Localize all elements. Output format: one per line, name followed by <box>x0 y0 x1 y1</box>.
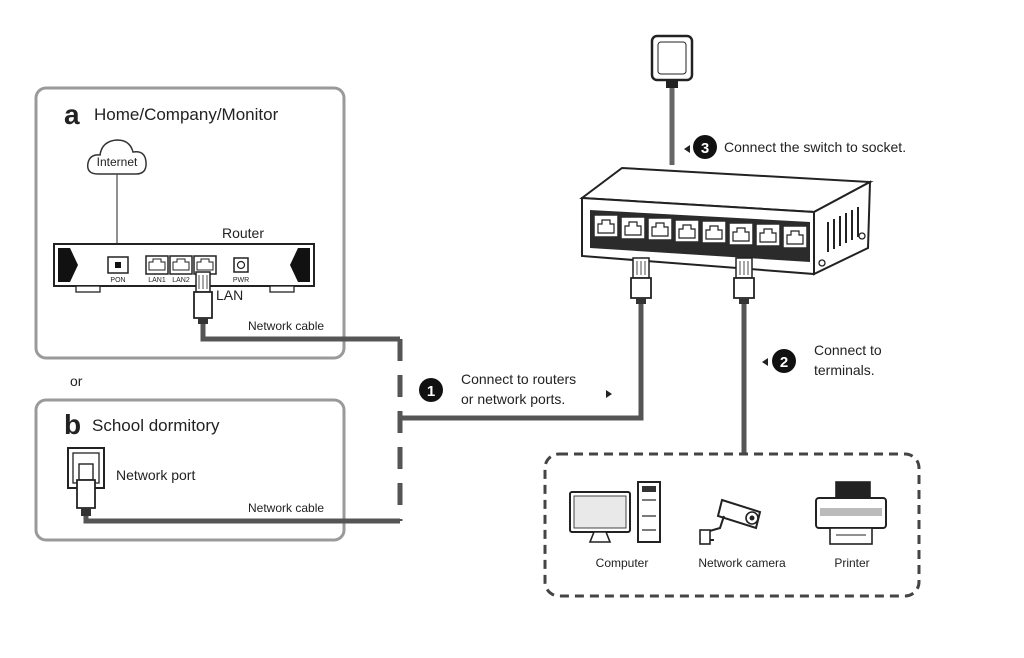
cloud-label: Internet <box>97 155 138 169</box>
step-2-line2: terminals. <box>814 362 875 378</box>
panel-b: b School dormitory Network port Network … <box>34 398 346 542</box>
rj45-plug-icon <box>733 257 755 304</box>
panel-b-cable-label: Network cable <box>248 501 324 515</box>
network-camera-icon <box>699 498 762 545</box>
arrow-right-icon <box>606 390 612 398</box>
panel-a-cable-label: Network cable <box>248 319 324 333</box>
terminal-label-network-camera: Network camera <box>698 556 786 570</box>
panel-a: a Home/Company/Monitor Internet Router <box>34 86 346 360</box>
rj45-plug-icon <box>193 271 213 324</box>
power-adapter-icon <box>650 34 694 88</box>
port-label-pwr: PWR <box>233 277 249 284</box>
or-label: or <box>70 373 83 389</box>
arrow-left-icon <box>762 358 768 366</box>
lan-label: LAN <box>216 287 243 303</box>
wall-port-icon <box>67 447 105 516</box>
terminal-label-printer: Printer <box>834 556 869 570</box>
step-1-number: 1 <box>427 383 435 400</box>
printer-icon <box>815 481 887 545</box>
terminals-group: Computer Network camera Printer <box>543 452 921 598</box>
cloud-icon <box>86 139 147 175</box>
computer-icon <box>569 481 661 543</box>
network-port-label: Network port <box>116 467 195 483</box>
port-label-lan1: LAN1 <box>148 277 166 284</box>
panel-a-letter: a <box>64 99 80 130</box>
step-2-line1: Connect to <box>814 342 882 358</box>
router-label: Router <box>222 225 264 241</box>
switch-icon <box>579 166 874 276</box>
port-label-lan2: LAN2 <box>172 277 190 284</box>
step-3-number: 3 <box>701 140 709 157</box>
step-1-line2: or network ports. <box>461 391 565 407</box>
step-3: 3 Connect the switch to socket. <box>684 135 906 159</box>
step-2-number: 2 <box>780 354 788 371</box>
step-3-line1: Connect the switch to socket. <box>724 139 906 155</box>
arrow-left-icon <box>684 145 690 153</box>
terminal-label-computer: Computer <box>596 556 649 570</box>
panel-b-letter: b <box>64 409 81 440</box>
step-1: 1 Connect to routers or network ports. <box>419 371 612 407</box>
rj45-plug-icon <box>630 257 652 304</box>
port-label-pon: PON <box>110 277 125 284</box>
panel-a-title: Home/Company/Monitor <box>94 105 279 124</box>
step-1-line1: Connect to routers <box>461 371 576 387</box>
step-2: 2 Connect to terminals. <box>762 342 882 378</box>
panel-b-title: School dormitory <box>92 416 220 435</box>
router-icon: Router PON LAN1 LAN2 PWR <box>53 225 315 293</box>
